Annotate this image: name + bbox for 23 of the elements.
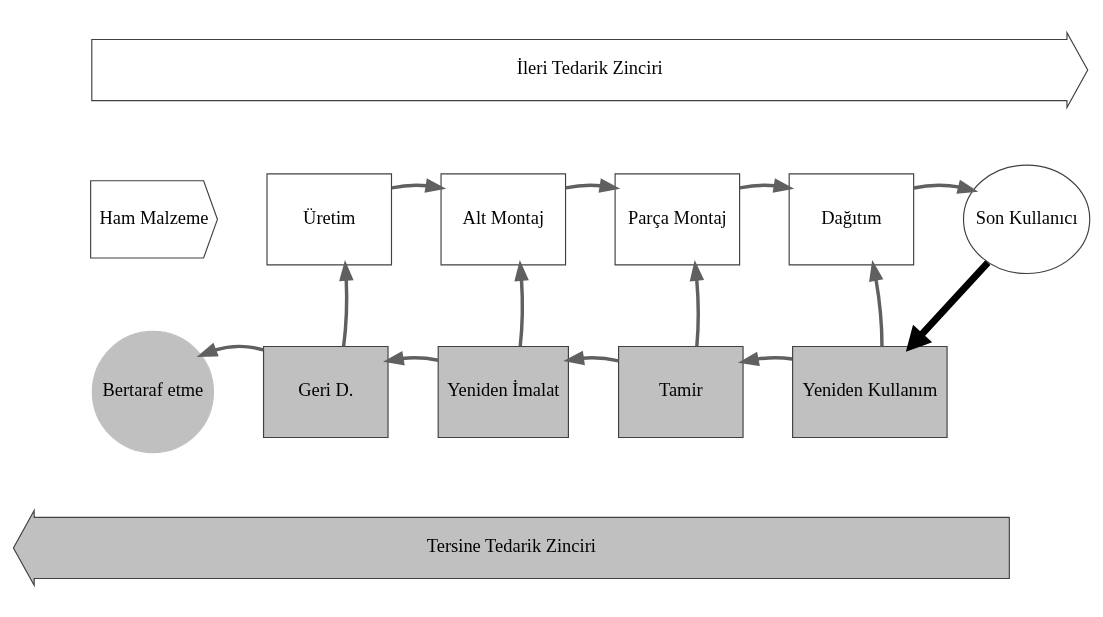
arrow	[563, 350, 619, 365]
arrow	[196, 342, 264, 357]
arrow	[383, 350, 439, 365]
node-box: Tamir	[618, 345, 744, 438]
arrow	[905, 259, 991, 352]
node-box: Yeniden Kullanım	[792, 345, 948, 438]
arrow	[689, 259, 705, 346]
node-box: Dağıtım	[788, 172, 915, 265]
node-box: Üretim	[266, 172, 393, 265]
arrow	[391, 177, 447, 193]
arrow	[339, 259, 354, 347]
arrow	[514, 259, 529, 347]
node-box: Geri D.	[262, 345, 389, 438]
arrow	[739, 177, 795, 193]
arrow	[913, 179, 979, 194]
arrow	[738, 351, 793, 366]
arrow	[565, 177, 621, 193]
node-box: Yeniden İmalat	[437, 345, 569, 438]
node-box: Parça Montaj	[614, 172, 741, 265]
arrow	[869, 259, 884, 346]
node-circle: Bertaraf etme	[91, 330, 215, 453]
node-ellipse: Son Kullanıcı	[962, 164, 1091, 274]
node-box: Alt Montaj	[440, 172, 567, 265]
